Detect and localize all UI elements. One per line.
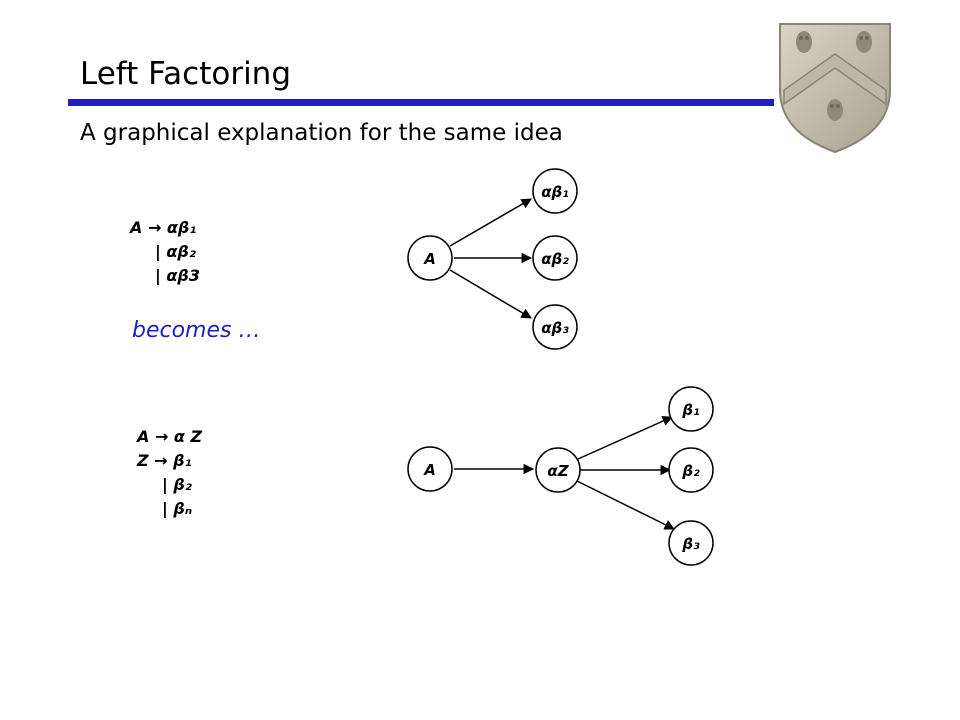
- graph-after-child-node-3: β₃: [668, 520, 714, 566]
- graph-after-child-label-3: β₃: [681, 535, 700, 553]
- graph-before-child-node-2: αβ₂: [532, 235, 578, 281]
- grammar-after-line-2: Z → β₁: [137, 451, 192, 470]
- graph-before-child-label-1: αβ₁: [541, 183, 569, 201]
- graph-after-middle-node: αZ: [535, 447, 581, 493]
- grammar-after-line-3: | β₂: [162, 475, 192, 494]
- graph-after-child-node-1: β₁: [668, 386, 714, 432]
- edge-aZ-to-b1: [577, 416, 673, 460]
- grammar-before-line-1: A → αβ₁: [130, 218, 197, 237]
- grammar-after-line-4: | βₙ: [162, 499, 193, 518]
- edge-A-to-ab3: [449, 269, 532, 319]
- grammar-before: A → αβ₁ | αβ₂ | αβ3: [130, 216, 200, 288]
- graph-after-edges: [454, 416, 675, 530]
- slide-title: Left Factoring: [80, 56, 292, 92]
- graph-before-child-node-1: αβ₁: [532, 168, 578, 214]
- becomes-label: becomes …: [132, 318, 261, 343]
- graph-before-edges: [449, 198, 533, 319]
- graph-after-child-label-2: β₂: [681, 462, 700, 480]
- graph-after-root-label: A: [423, 461, 436, 479]
- edge-aZ-to-b3: [576, 480, 675, 530]
- graph-after-child-node-2: β₂: [668, 447, 714, 493]
- grammar-after-line-1: A → α Z: [137, 427, 203, 446]
- university-shield-crest-icon: [779, 23, 891, 154]
- grammar-after: A → α Z Z → β₁ | β₂ | βₙ: [137, 425, 202, 521]
- edge-A-to-ab1: [449, 198, 532, 247]
- slide-subtitle: A graphical explanation for the same ide…: [80, 120, 563, 146]
- graph-before-root-node: A: [407, 235, 453, 281]
- graph-after-root-node: A: [407, 446, 453, 492]
- graph-before-child-label-3: αβ₃: [541, 319, 569, 337]
- graph-before-child-label-2: αβ₂: [541, 250, 569, 268]
- graph-before-child-node-3: αβ₃: [532, 304, 578, 350]
- title-underline: [68, 99, 774, 106]
- graph-after-middle-label: αZ: [547, 462, 569, 480]
- graph-after-child-label-1: β₁: [681, 401, 699, 419]
- grammar-before-line-3: | αβ3: [155, 266, 200, 285]
- grammar-before-line-2: | αβ₂: [155, 242, 196, 261]
- graph-before-root-label: A: [423, 250, 436, 268]
